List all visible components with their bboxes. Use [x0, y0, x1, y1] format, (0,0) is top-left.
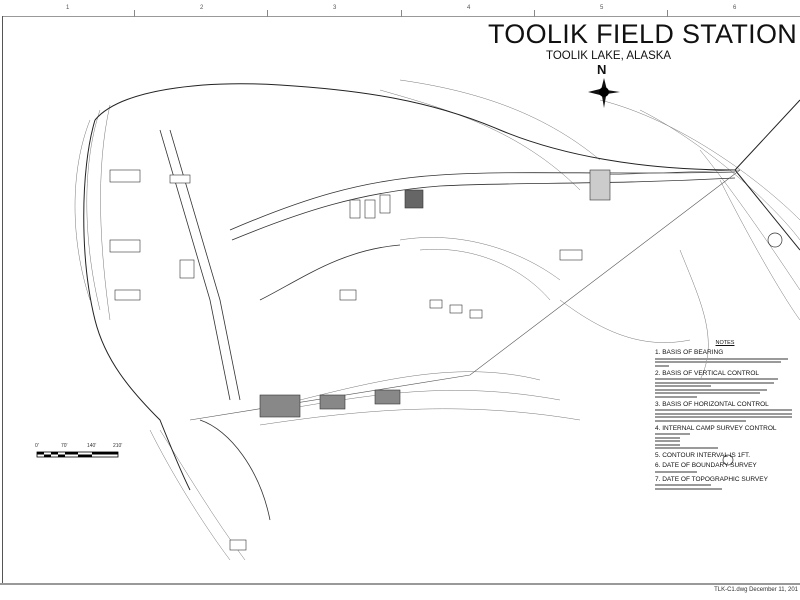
note-heading: 3. BASIS OF HORIZONTAL CONTROL	[655, 400, 769, 408]
grid-tick	[134, 10, 135, 17]
contour-lines	[74, 79, 800, 561]
scale-label: 70'	[61, 443, 68, 449]
control-point-icon	[722, 232, 783, 466]
note-heading: 5. CONTOUR INTERVAL IS 1FT.	[655, 452, 751, 459]
sheet-border-left	[2, 16, 3, 584]
lake-shoreline	[83, 83, 800, 491]
drawing-subtitle: TOOLIK LAKE, ALASKA	[546, 50, 672, 62]
notes-panel: NOTES 1. BASIS OF BEARING 2. BASIS OF VE…	[655, 340, 795, 491]
note-heading: 6. DATE OF BOUNDARY SURVEY	[655, 462, 757, 469]
grid-tick	[534, 10, 535, 17]
grid-tick	[401, 10, 402, 17]
grid-column-label: 3	[333, 5, 337, 11]
file-footer: TLK-C1.dwg December 11, 201	[714, 587, 798, 593]
grid-tick	[267, 10, 268, 17]
note-heading: 2. BASIS OF VERTICAL CONTROL	[655, 369, 760, 377]
buildings	[109, 169, 611, 551]
scale-label: 0'	[35, 443, 39, 449]
grid-column-label: 2	[200, 5, 204, 11]
scale-bar	[36, 451, 119, 458]
roads	[159, 129, 736, 521]
note-heading: 4. INTERNAL CAMP SURVEY CONTROL	[655, 424, 777, 432]
scale-label: 210'	[113, 443, 123, 449]
notes-heading: NOTES	[715, 340, 735, 346]
north-label: N	[597, 62, 607, 77]
note-heading: 7. DATE OF TOPOGRAPHIC SURVEY	[655, 475, 768, 483]
scale-label: 140'	[87, 443, 97, 449]
north-arrow-compass-icon	[588, 78, 620, 108]
grid-column-label: 1	[66, 5, 70, 11]
grid-column-label: 5	[600, 5, 604, 11]
drawing-title: TOOLIK FIELD STATION	[488, 19, 798, 49]
sheet-border-bottom	[0, 583, 800, 585]
grid-column-label: 4	[467, 5, 471, 11]
grid-column-label: 6	[733, 5, 737, 11]
grid-tick	[667, 10, 668, 17]
note-heading: 1. BASIS OF BEARING	[655, 349, 724, 356]
